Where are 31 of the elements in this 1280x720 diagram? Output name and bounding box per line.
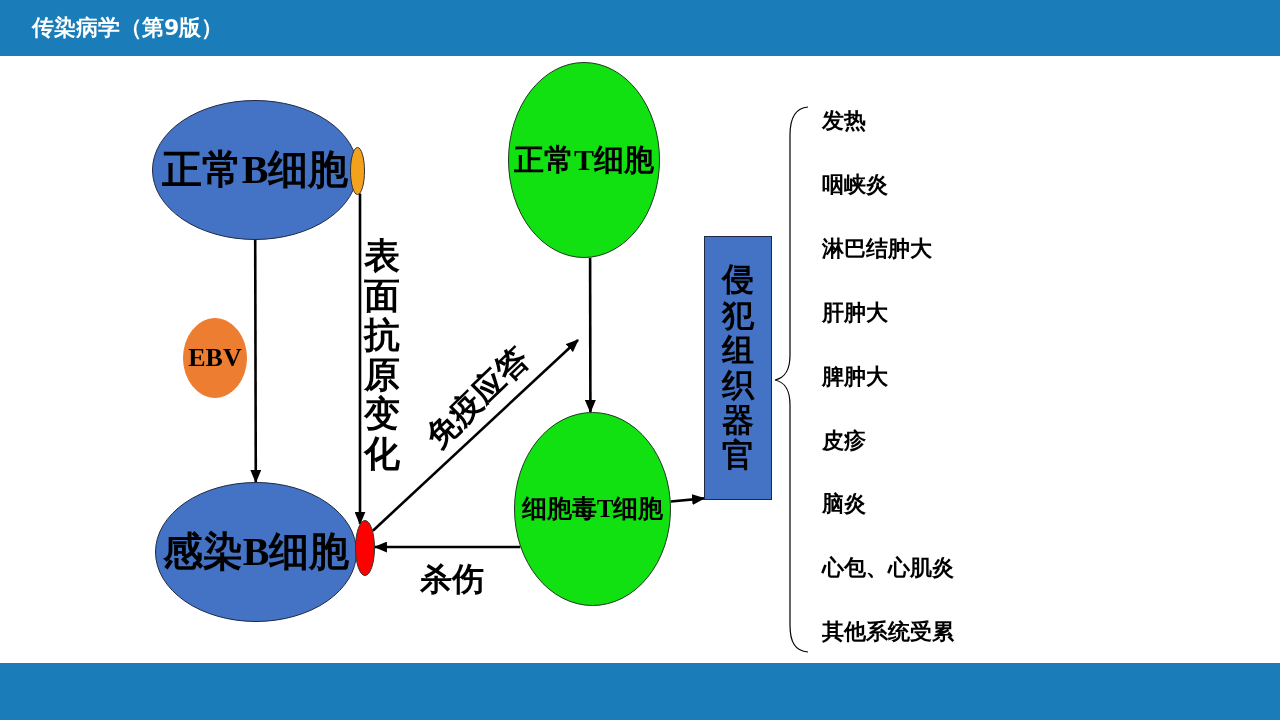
- edge-label: 表面抗原变化: [364, 236, 400, 474]
- symptom-label: 脾肿大: [822, 362, 888, 391]
- symptom-label: 发热: [822, 107, 866, 135]
- symptom-label: 脑炎: [822, 490, 866, 519]
- virus-ellipse: [183, 318, 247, 398]
- arrow: [670, 494, 706, 505]
- slide-title: 传染病学（第9版）: [32, 14, 224, 42]
- symptom-label: 肝肿大: [822, 298, 888, 327]
- cell-label: EBV: [188, 343, 242, 373]
- edge-label: 杀伤: [420, 562, 484, 598]
- cell-label: 细胞毒T细胞: [521, 494, 664, 524]
- arrow: [372, 339, 579, 532]
- arrow: [250, 240, 262, 484]
- symptom-label: 皮疹: [822, 426, 866, 455]
- cell-ellipse: [514, 412, 671, 606]
- arrow: [373, 541, 521, 553]
- cell-ellipse: [155, 482, 357, 622]
- vertical-text-box: [704, 236, 772, 500]
- symptom-label: 其他系统受累: [822, 618, 954, 647]
- cell-label: 正常T细胞: [514, 142, 654, 178]
- symptom-label: 心包、心肌炎: [822, 554, 954, 583]
- oval-marker-icon: [355, 520, 375, 576]
- symptom-label: 咽峡炎: [822, 170, 888, 199]
- oval-marker-icon: [350, 147, 365, 195]
- cell-ellipse: [508, 62, 660, 258]
- cell-label: 感染B细胞: [162, 529, 350, 575]
- cell-label: 正常B细胞: [161, 147, 349, 193]
- symptom-label: 淋巴结肿大: [822, 234, 932, 263]
- box-label: 侵犯组织器官: [722, 262, 754, 474]
- arrow: [354, 193, 366, 525]
- arrow: [584, 257, 596, 414]
